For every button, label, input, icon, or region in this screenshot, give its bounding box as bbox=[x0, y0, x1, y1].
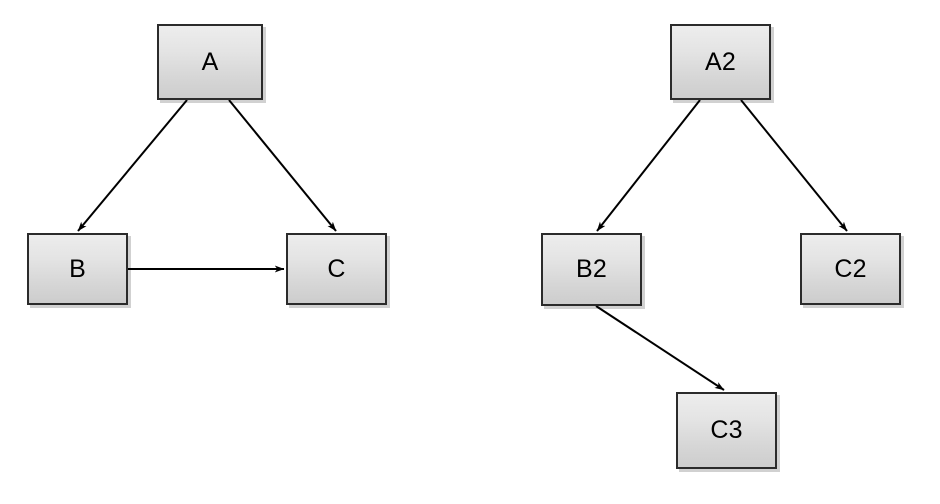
node-c[interactable]: C bbox=[286, 233, 387, 305]
node-label-a2: A2 bbox=[705, 47, 736, 76]
edge-a2-to-b2 bbox=[596, 99, 701, 232]
node-label-c: C bbox=[327, 254, 346, 283]
node-b[interactable]: B bbox=[27, 233, 128, 305]
node-b2[interactable]: B2 bbox=[541, 233, 642, 306]
node-label-b2: B2 bbox=[576, 255, 607, 283]
node-label-b: B bbox=[69, 254, 86, 283]
edges-group bbox=[77, 99, 848, 391]
edge-a-to-c bbox=[228, 99, 337, 232]
node-a[interactable]: A bbox=[157, 24, 263, 100]
node-a2[interactable]: A2 bbox=[670, 24, 771, 100]
edge-b2-to-c3 bbox=[595, 305, 725, 391]
node-label-a: A bbox=[201, 47, 219, 76]
node-c3[interactable]: C3 bbox=[676, 392, 777, 469]
node-label-c2: C2 bbox=[834, 254, 867, 283]
node-c2[interactable]: C2 bbox=[800, 233, 901, 305]
edge-a2-to-c2 bbox=[740, 99, 848, 232]
edge-a-to-b bbox=[77, 99, 188, 232]
node-label-c3: C3 bbox=[710, 416, 743, 444]
